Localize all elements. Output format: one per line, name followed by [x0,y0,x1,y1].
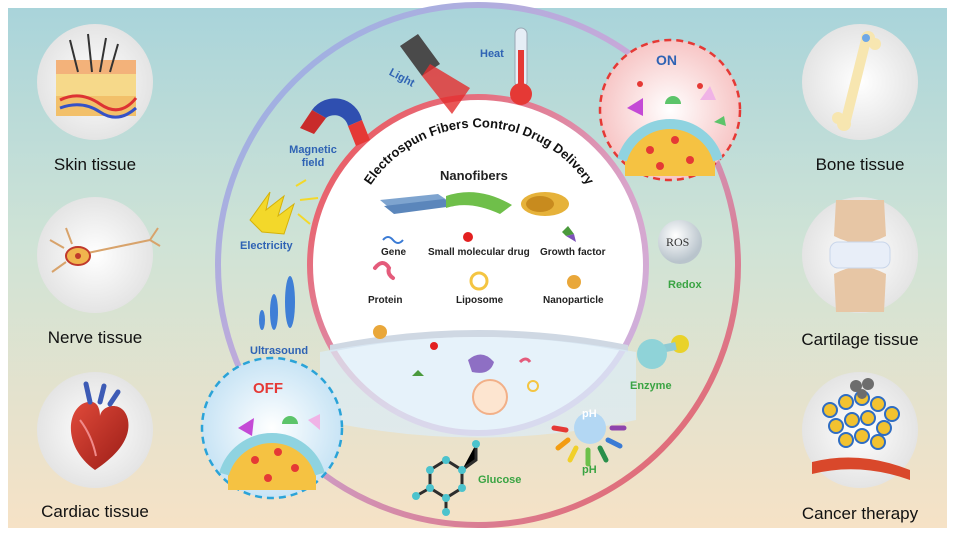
ph-icon [551,412,627,467]
electricity-label: Electricity [240,240,293,252]
redox-label: Redox [668,279,702,291]
gene-icon [382,236,404,244]
bone-tissue-icon [802,24,918,140]
magnetic-field-label: Magnetic field [289,144,337,169]
cell-protein-strand [518,357,532,364]
ros-text: ROS [666,235,690,249]
ros-sphere-icon [658,220,702,264]
nanoparticle-label: Nanoparticle [543,295,604,306]
growth-factor-label: Growth factor [540,247,606,258]
small-drug-icon [463,232,473,242]
membrane-drug [430,342,438,350]
cancer-therapy-label: Cancer therapy [801,504,919,523]
magnet-icon [300,98,370,146]
on-state-bubble [598,38,742,182]
glucose-label: Glucose [478,474,522,486]
skin-tissue-label: Skin tissue [53,155,137,174]
liposome-icon [469,271,489,291]
enzyme-icon [637,335,689,369]
growth-factor-icon [562,226,576,242]
glucose-molecule-icon [412,440,480,516]
cardiac-tissue-label: Cardiac tissue [41,502,149,521]
ultrasound-label: Ultrasound [250,345,309,357]
thermometer-icon [510,27,532,105]
nerve-tissue-icon [37,197,161,313]
cell-vesicle [472,379,508,415]
nanoparticle-icon [567,275,581,289]
protein-icon [373,261,395,280]
on-state-label: ON [656,52,677,68]
ph-bubble-text: pH [582,408,597,420]
membrane-nanoparticle [373,325,387,339]
protein-label: Protein [368,295,403,306]
heat-label: Heat [480,48,504,60]
outer-ring [215,2,741,528]
skin-tissue-icon [37,24,153,140]
cell-growth-factor [412,370,424,376]
small-molecular-drug-label: Small molecular drug [428,247,530,258]
cardiac-tissue-icon [37,372,153,488]
ph-label: pH [582,464,597,476]
flashlight-icon [400,34,470,114]
cell-liposome [527,380,539,392]
ultrasound-icon [259,276,295,330]
cartilage-tissue-label: Cartilage tissue [801,330,919,349]
nanofibers-label: Nanofibers [440,168,508,183]
liposome-label: Liposome [456,295,504,306]
nerve-tissue-label: Nerve tissue [47,328,143,347]
nanofiber-mat-icon [380,192,569,216]
enzyme-label: Enzyme [630,380,672,392]
cell-membrane [330,330,628,352]
bone-tissue-label: Bone tissue [815,155,905,174]
off-state-label: OFF [253,380,283,397]
cell-protein-blob [468,354,494,373]
lightning-icon [249,179,319,235]
cartilage-tissue-icon [802,197,918,313]
gene-label: Gene [381,247,407,258]
cancer-therapy-icon [802,372,918,488]
off-state-bubble [200,356,344,500]
